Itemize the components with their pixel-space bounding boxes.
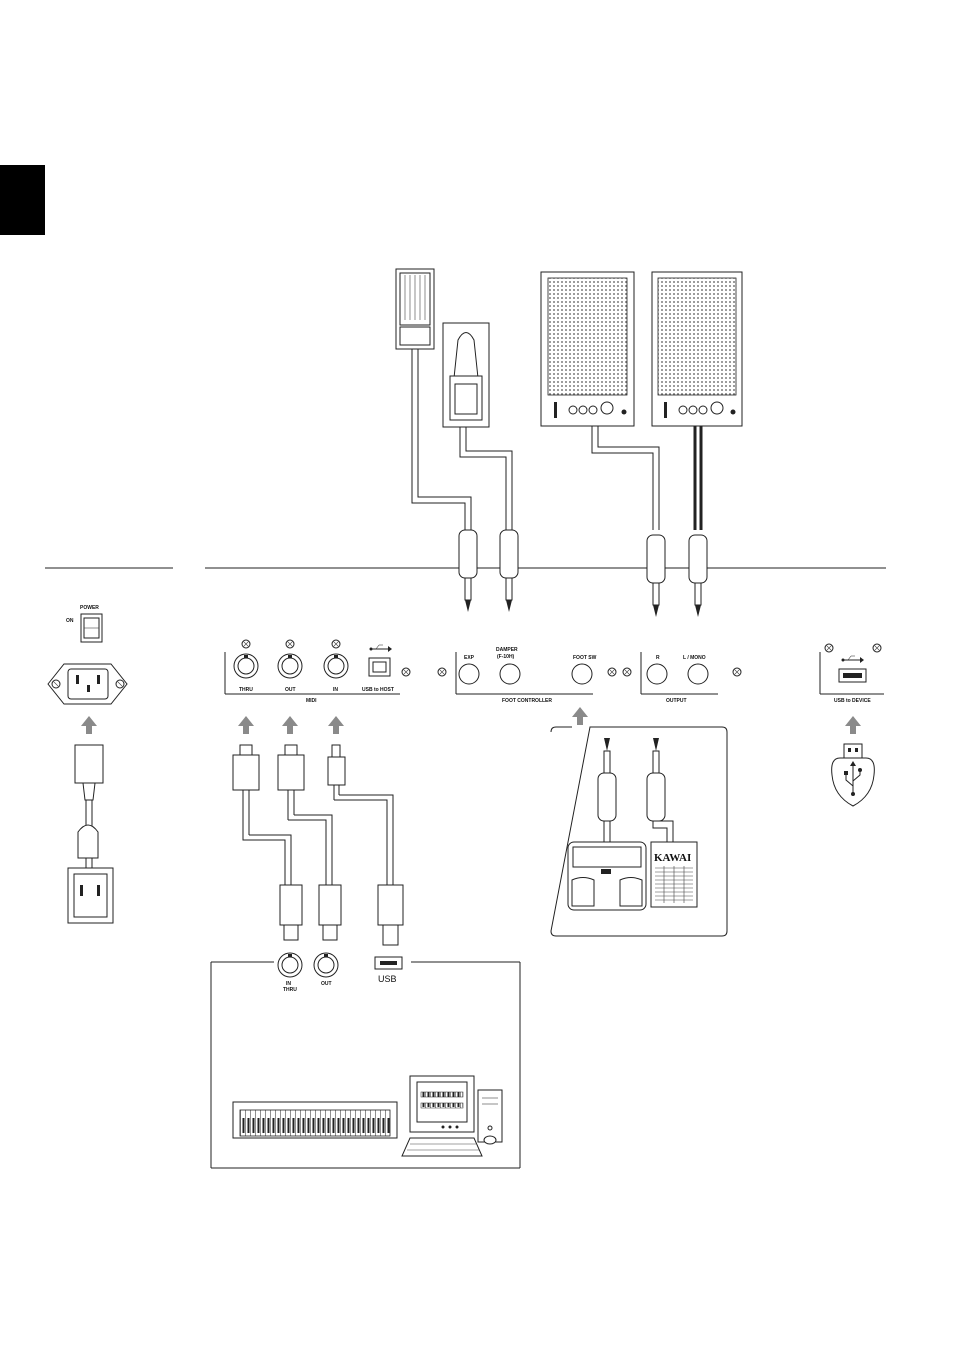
usb-symbol-icon xyxy=(369,644,392,652)
power-inlet[interactable] xyxy=(47,663,128,705)
midi-in-port[interactable] xyxy=(323,653,349,679)
speaker-left xyxy=(651,271,743,530)
midi-cable-thru xyxy=(232,744,303,941)
screw-icon xyxy=(622,667,632,677)
kawai-logo: KAWAI xyxy=(654,852,691,864)
section-tab xyxy=(0,165,45,235)
screw-icon xyxy=(872,643,882,653)
screw-icon xyxy=(437,667,447,677)
external-device-box xyxy=(210,961,521,1169)
damper-jack[interactable] xyxy=(499,663,521,685)
pedal-unit-box xyxy=(550,726,728,937)
power-label: POWER xyxy=(80,605,99,611)
output-r-label: R xyxy=(656,655,660,661)
arrow-up-icon xyxy=(845,716,861,734)
power-cord xyxy=(67,744,114,924)
midi-out-label: OUT xyxy=(285,687,296,693)
arrow-up-icon xyxy=(572,707,588,725)
double-foot-pedal xyxy=(567,841,647,911)
damper-label: DAMPER xyxy=(496,647,518,653)
device-usb-port[interactable] xyxy=(374,956,403,970)
midi-thru-port[interactable] xyxy=(233,653,259,679)
jack-plug-foot-sw-2 xyxy=(646,738,674,842)
jack-plug-exp xyxy=(458,529,478,612)
device-midi-out-port[interactable] xyxy=(313,952,339,978)
midi-in-label: IN xyxy=(333,687,338,693)
foot-sw-jack[interactable] xyxy=(571,663,593,685)
midi-keyboard xyxy=(232,1101,398,1139)
usb-symbol-icon xyxy=(841,655,864,663)
jack-plug-output-l xyxy=(688,534,708,617)
screw-icon xyxy=(401,667,411,677)
usb-to-device-port[interactable] xyxy=(838,668,867,683)
device-in-label: IN xyxy=(286,981,291,987)
screw-icon xyxy=(824,643,834,653)
arrow-up-icon xyxy=(328,716,344,734)
damper-pedal xyxy=(442,322,513,530)
midi-out-port[interactable] xyxy=(277,653,303,679)
exp-label: EXP xyxy=(464,655,475,661)
device-usb-label: USB xyxy=(378,974,397,984)
midi-thru-label: THRU xyxy=(239,687,253,693)
arrow-up-icon xyxy=(282,716,298,734)
midi-panel xyxy=(224,639,411,695)
damper-model-label: (F-10H) xyxy=(497,654,515,660)
screw-icon xyxy=(732,667,742,677)
power-arrow-icon xyxy=(81,716,97,734)
exp-jack[interactable] xyxy=(458,663,480,685)
usb-flash-drive xyxy=(831,743,875,807)
expression-pedal xyxy=(395,268,472,530)
output-l-mono-label: L / MONO xyxy=(683,655,706,661)
power-switch[interactable]: POWER ON xyxy=(66,605,103,643)
usb-cable xyxy=(327,744,404,946)
usb-to-host-label: USB to HOST xyxy=(362,687,394,693)
device-thru-label: THRU xyxy=(283,987,297,993)
midi-group-label: MIDI xyxy=(306,698,317,704)
arrow-up-icon xyxy=(238,716,254,734)
midi-cable-out xyxy=(277,744,342,941)
usb-to-host-port[interactable] xyxy=(368,644,392,677)
kawai-foot-switch: KAWAI xyxy=(650,841,698,908)
screw-icon xyxy=(285,639,295,649)
jack-plug-output-r xyxy=(646,534,666,617)
jack-plug-foot-sw-1 xyxy=(597,738,617,842)
usb-to-device-label: USB to DEVICE xyxy=(834,698,871,704)
screw-icon xyxy=(241,639,251,649)
speaker-right xyxy=(540,271,660,530)
output-r-jack[interactable] xyxy=(646,663,668,685)
jack-plug-damper xyxy=(499,529,519,612)
screw-icon xyxy=(331,639,341,649)
computer xyxy=(401,1075,503,1157)
screw-icon xyxy=(607,667,617,677)
foot-sw-label: FOOT SW xyxy=(573,655,597,661)
foot-controller-group-label: FOOT CONTROLLER xyxy=(502,698,552,704)
output-group-label: OUTPUT xyxy=(666,698,687,704)
power-on-label: ON xyxy=(66,618,74,624)
device-midi-in-thru-port[interactable] xyxy=(277,952,303,978)
device-out-label: OUT xyxy=(321,981,332,987)
usb-symbol-icon xyxy=(844,761,862,796)
output-l-mono-jack[interactable] xyxy=(687,663,709,685)
